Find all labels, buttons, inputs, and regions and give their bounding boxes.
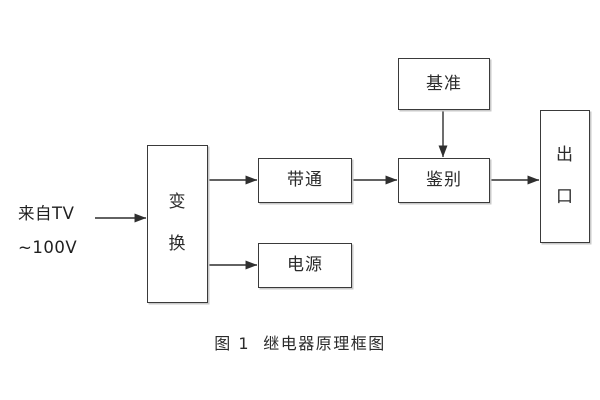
block-power[interactable]: 电源 [258,243,352,288]
block-reference-label: 基准 [426,73,462,94]
block-reference[interactable]: 基准 [398,58,490,110]
block-output[interactable]: 出 口 [540,110,590,243]
block-discriminate-label: 鉴别 [426,170,462,191]
block-discriminate[interactable]: 鉴别 [398,158,490,203]
block-bandpass-label: 带通 [287,170,323,191]
block-transform[interactable]: 变 换 [147,145,208,303]
block-power-label: 电源 [287,255,323,276]
input-label-line1: 来自TV [18,204,75,223]
figure-caption: 图 1 继电器原理框图 [214,334,386,353]
block-bandpass[interactable]: 带通 [258,158,352,203]
block-output-label: 出 口 [556,144,574,207]
block-transform-label: 变 换 [168,192,187,254]
input-label-line2: ~100V [18,238,78,257]
